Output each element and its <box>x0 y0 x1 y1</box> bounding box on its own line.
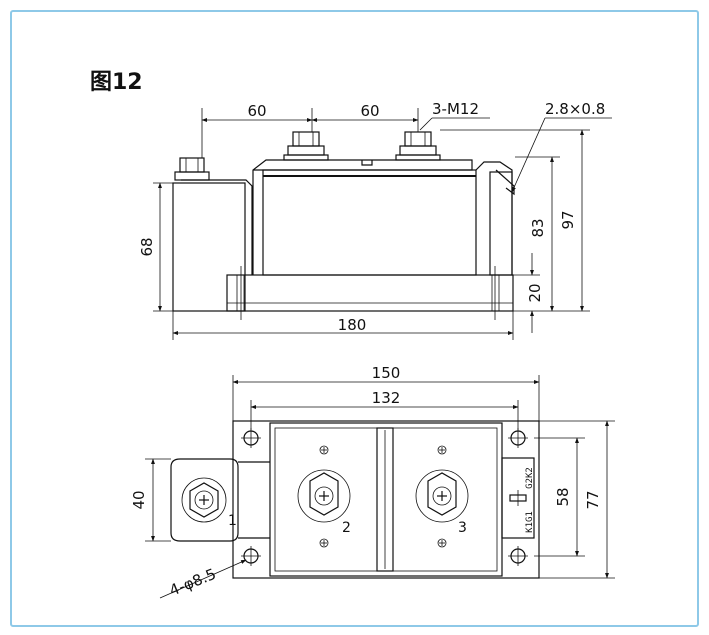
top-center-divider <box>376 427 394 572</box>
terminal-tab-1 <box>170 458 239 542</box>
dim-screws: 3-M12 <box>432 100 479 118</box>
dim-tab-size: 2.8×0.8 <box>545 100 605 118</box>
dim-83: 83 <box>529 218 547 237</box>
figure-title: 图12 <box>90 70 143 95</box>
dim-77: 77 <box>584 490 602 509</box>
mounting-hole-tr <box>508 428 528 448</box>
side-body-top <box>252 159 473 275</box>
side-body-main <box>262 169 477 276</box>
side-left-block <box>172 182 246 312</box>
dim-97: 97 <box>559 210 577 229</box>
top-base-plate <box>232 420 540 579</box>
side-nut-left <box>174 157 210 181</box>
mounting-hole-br <box>508 546 528 566</box>
side-view: 60 60 3-M12 2.8×0.8 68 83 97 20 180 <box>138 100 612 340</box>
top-view: G2K2 K1G1 <box>130 364 615 600</box>
gate-label-upper: G2K2 <box>525 467 535 489</box>
dim-180: 180 <box>338 316 367 334</box>
gate-label-lower: K1G1 <box>525 511 535 533</box>
side-gate-tab <box>495 169 515 196</box>
terminal-2 <box>297 469 351 523</box>
terminal-1 <box>181 477 227 523</box>
dim-132: 132 <box>372 389 401 407</box>
terminal-1-label: 1 <box>228 513 237 529</box>
dim-60-right: 60 <box>360 102 379 120</box>
side-nut-middle <box>283 131 329 161</box>
dim-holes: 4-φ8.5 <box>167 565 219 600</box>
mounting-hole-bl <box>241 546 261 566</box>
side-base-plate <box>226 274 514 312</box>
side-nut-right <box>395 131 441 161</box>
dim-68: 68 <box>138 237 156 256</box>
dim-60-left: 60 <box>247 102 266 120</box>
dim-40: 40 <box>130 490 148 509</box>
dim-150: 150 <box>372 364 401 382</box>
top-housing <box>269 422 503 577</box>
dim-58: 58 <box>554 487 572 506</box>
dim-20: 20 <box>526 283 544 302</box>
mounting-hole-tl <box>241 428 261 448</box>
figure-frame <box>10 10 699 627</box>
terminal-2-label: 2 <box>342 520 351 536</box>
small-screws <box>319 445 447 548</box>
terminal-3-label: 3 <box>458 520 467 536</box>
gate-connector-block <box>501 457 535 539</box>
side-bracket <box>181 179 253 275</box>
terminal-3 <box>415 469 469 523</box>
